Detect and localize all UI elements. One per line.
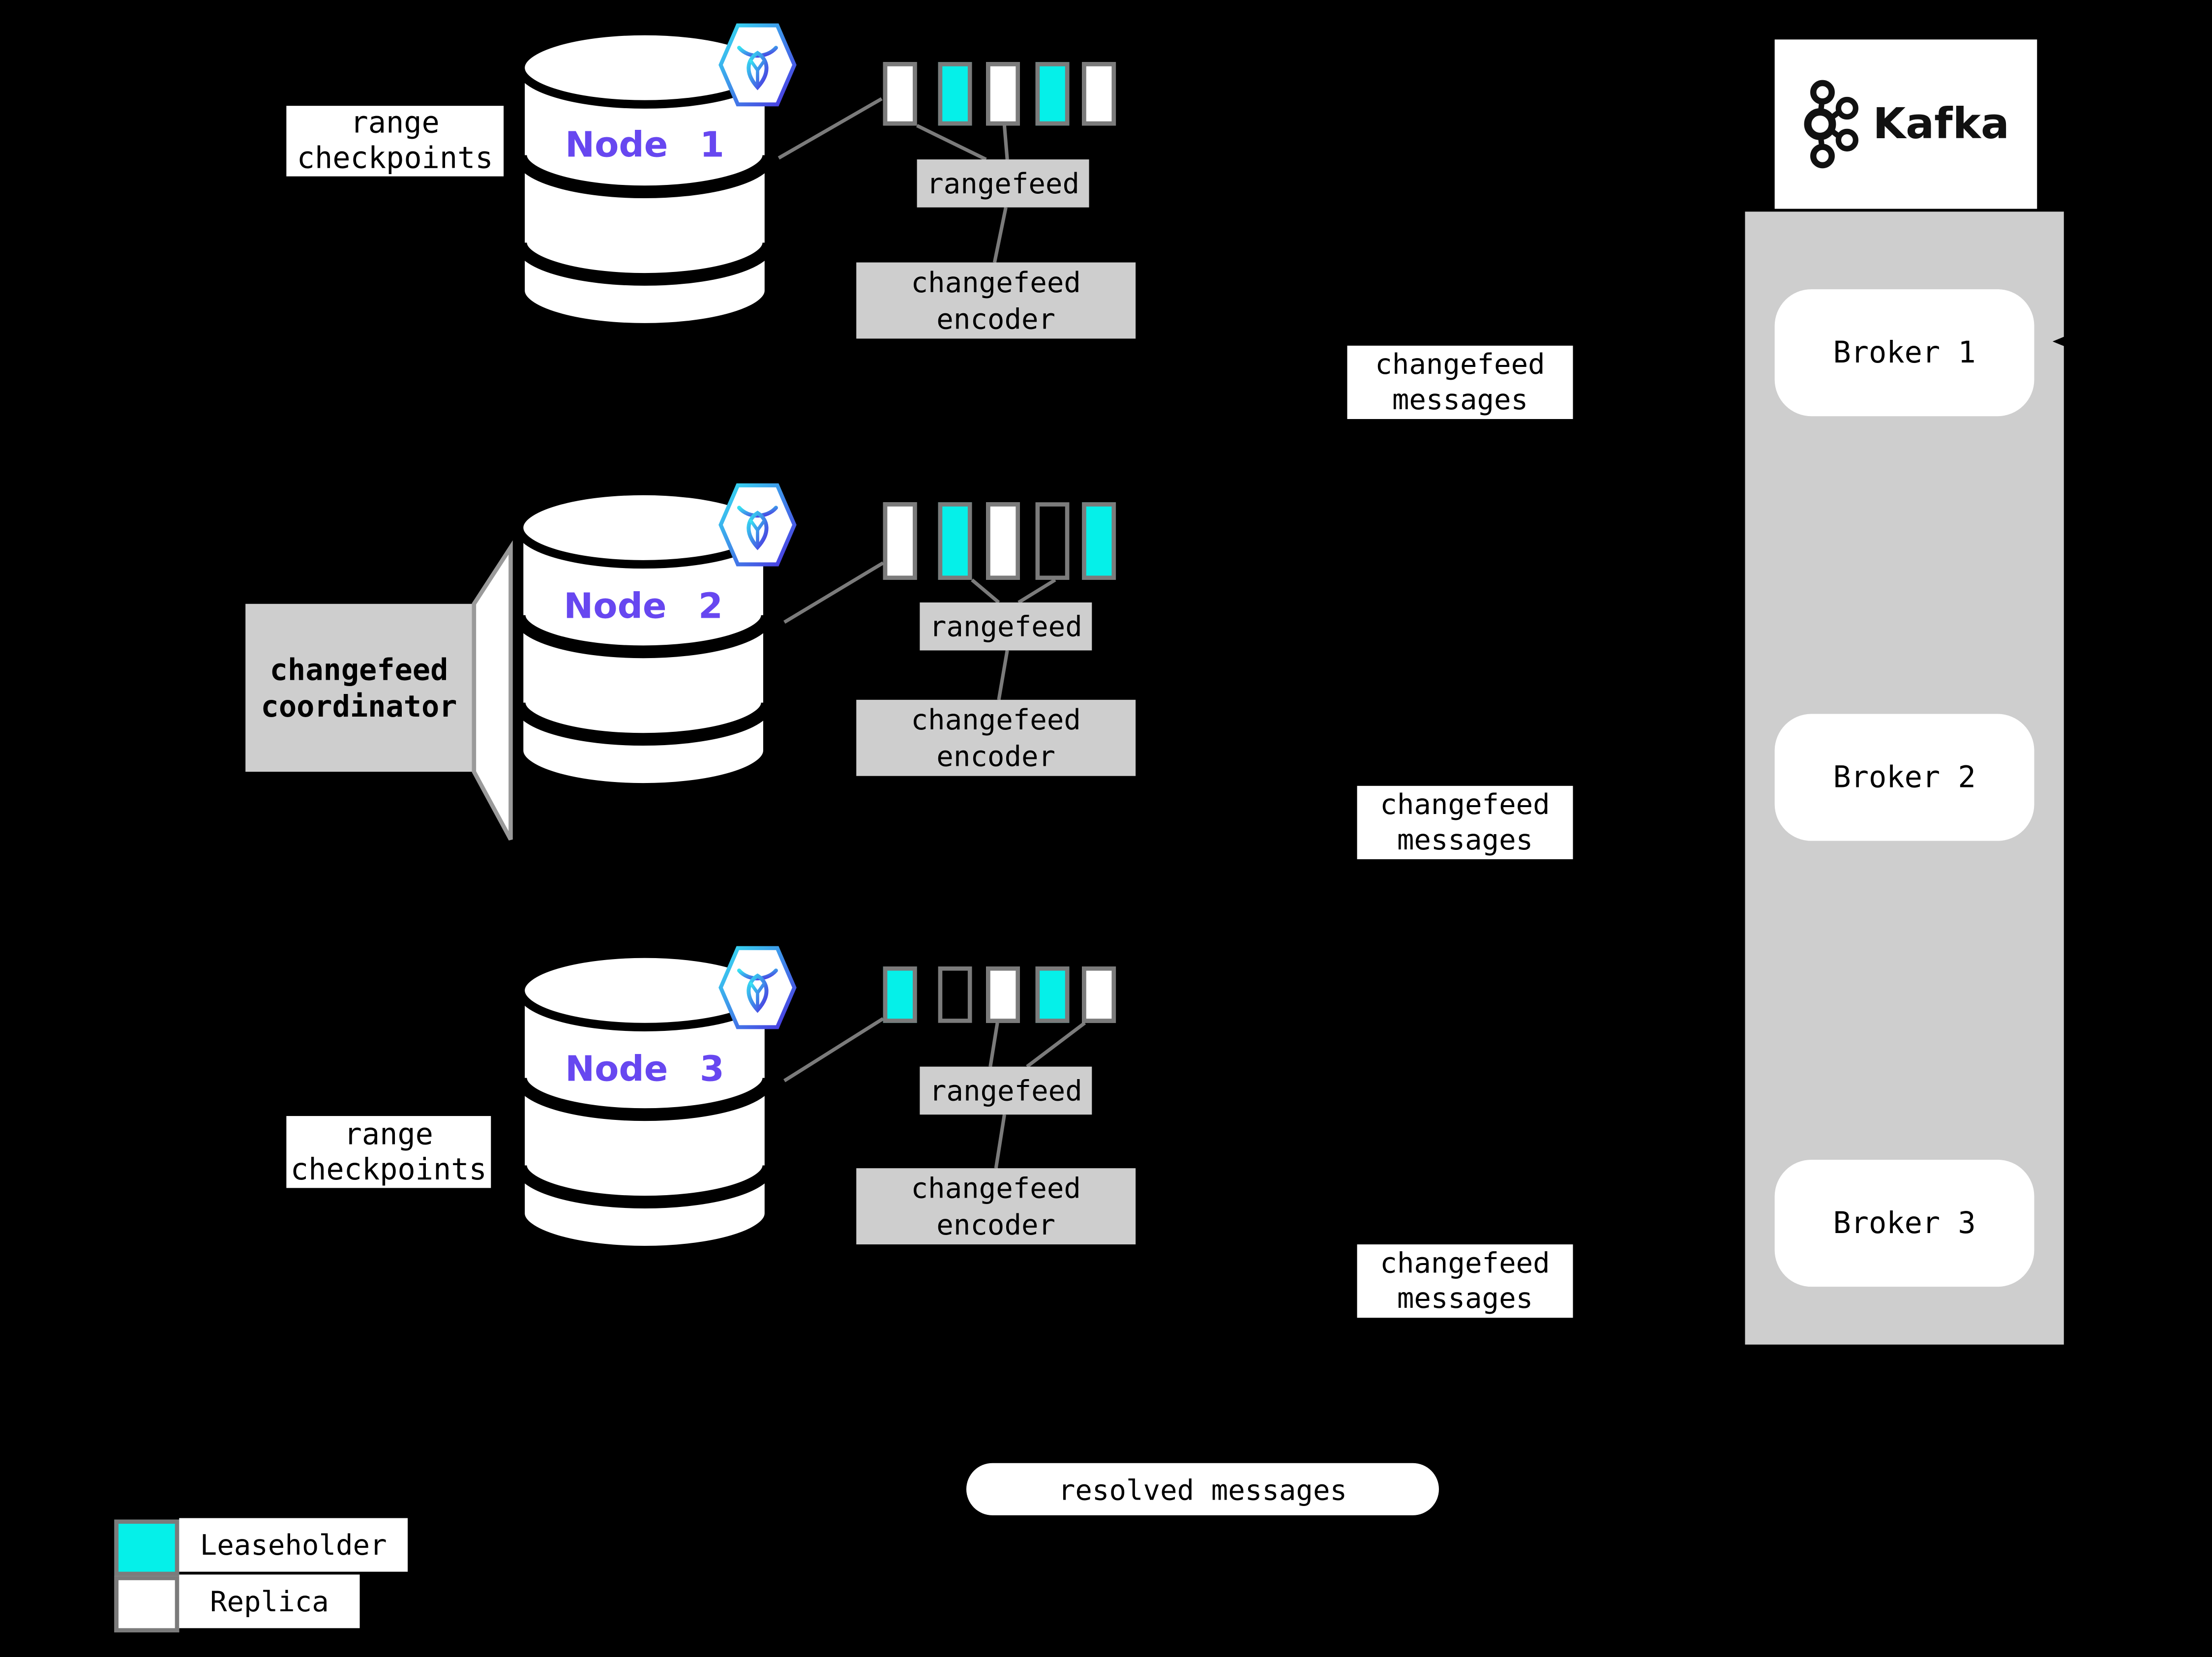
range-square-replica (883, 502, 917, 580)
range-square-empty (1035, 502, 1070, 580)
node3-label: Node 3 (565, 1048, 724, 1089)
range-square-leaseholder (1035, 966, 1070, 1023)
cockroachdb-icon (718, 23, 797, 107)
node1-label: Node 1 (565, 124, 724, 165)
changefeed-messages-label-2: changefeed messages (1357, 785, 1573, 859)
kafka-logo-box: Kafka (1774, 39, 2037, 209)
range-square-replica (986, 966, 1020, 1023)
range-square-leaseholder (938, 62, 972, 126)
database-cylinder-node3 (515, 951, 775, 1253)
range-square-leaseholder (883, 966, 917, 1023)
range-checkpoints-label-node1: range checkpoints (286, 106, 504, 177)
rangefeed-box-node1: rangefeed (917, 159, 1089, 208)
range-square-leaseholder (938, 502, 972, 580)
rangefeed-box-node3: rangefeed (920, 1066, 1092, 1115)
changefeed-encoder-box-node1: changefeed encoder (856, 262, 1136, 339)
cockroachdb-icon (718, 946, 797, 1029)
legend-leaseholder-label: Leaseholder (179, 1518, 408, 1572)
kafka-title: Kafka (1873, 99, 2009, 149)
broker-3: Broker 3 (1774, 1159, 2034, 1287)
resolved-messages-pill: resolved messages (966, 1463, 1439, 1515)
range-square-replica (1082, 62, 1116, 126)
broker-1: Broker 1 (1774, 289, 2034, 417)
changefeed-messages-label-3: changefeed messages (1357, 1244, 1573, 1318)
ranges-row-node3 (883, 966, 1117, 1023)
database-cylinder-node2 (513, 488, 773, 790)
changefeed-encoder-box-node3: changefeed encoder (856, 1168, 1136, 1245)
range-square-replica (986, 62, 1020, 126)
range-square-leaseholder (1035, 62, 1070, 126)
arrowhead-icon (2052, 331, 2077, 352)
database-cylinder-node1 (515, 28, 775, 331)
kafka-logo-icon (1803, 80, 1858, 169)
coordinator-flag (472, 540, 513, 841)
rangefeed-box-node2: rangefeed (920, 602, 1092, 651)
range-square-leaseholder (1082, 502, 1116, 580)
range-square-empty (938, 966, 972, 1023)
changefeed-messages-label-1: changefeed messages (1347, 345, 1573, 419)
changefeed-coordinator-box: changefeed coordinator (245, 603, 473, 772)
legend-leaseholder-swatch (114, 1519, 179, 1576)
node2-label: Node 2 (564, 585, 723, 627)
range-square-replica (883, 62, 917, 126)
ranges-row-node1 (883, 62, 1117, 126)
range-checkpoints-label-node3: range checkpoints (286, 1116, 491, 1188)
legend-replica-label: Replica (179, 1574, 360, 1628)
broker-2: Broker 2 (1774, 714, 2034, 841)
range-square-replica (986, 502, 1020, 580)
range-square-replica (1082, 966, 1116, 1023)
changefeed-encoder-box-node2: changefeed encoder (856, 699, 1136, 776)
cockroachdb-icon (718, 483, 797, 567)
legend-replica-swatch (114, 1576, 179, 1632)
ranges-row-node2 (883, 502, 1117, 580)
